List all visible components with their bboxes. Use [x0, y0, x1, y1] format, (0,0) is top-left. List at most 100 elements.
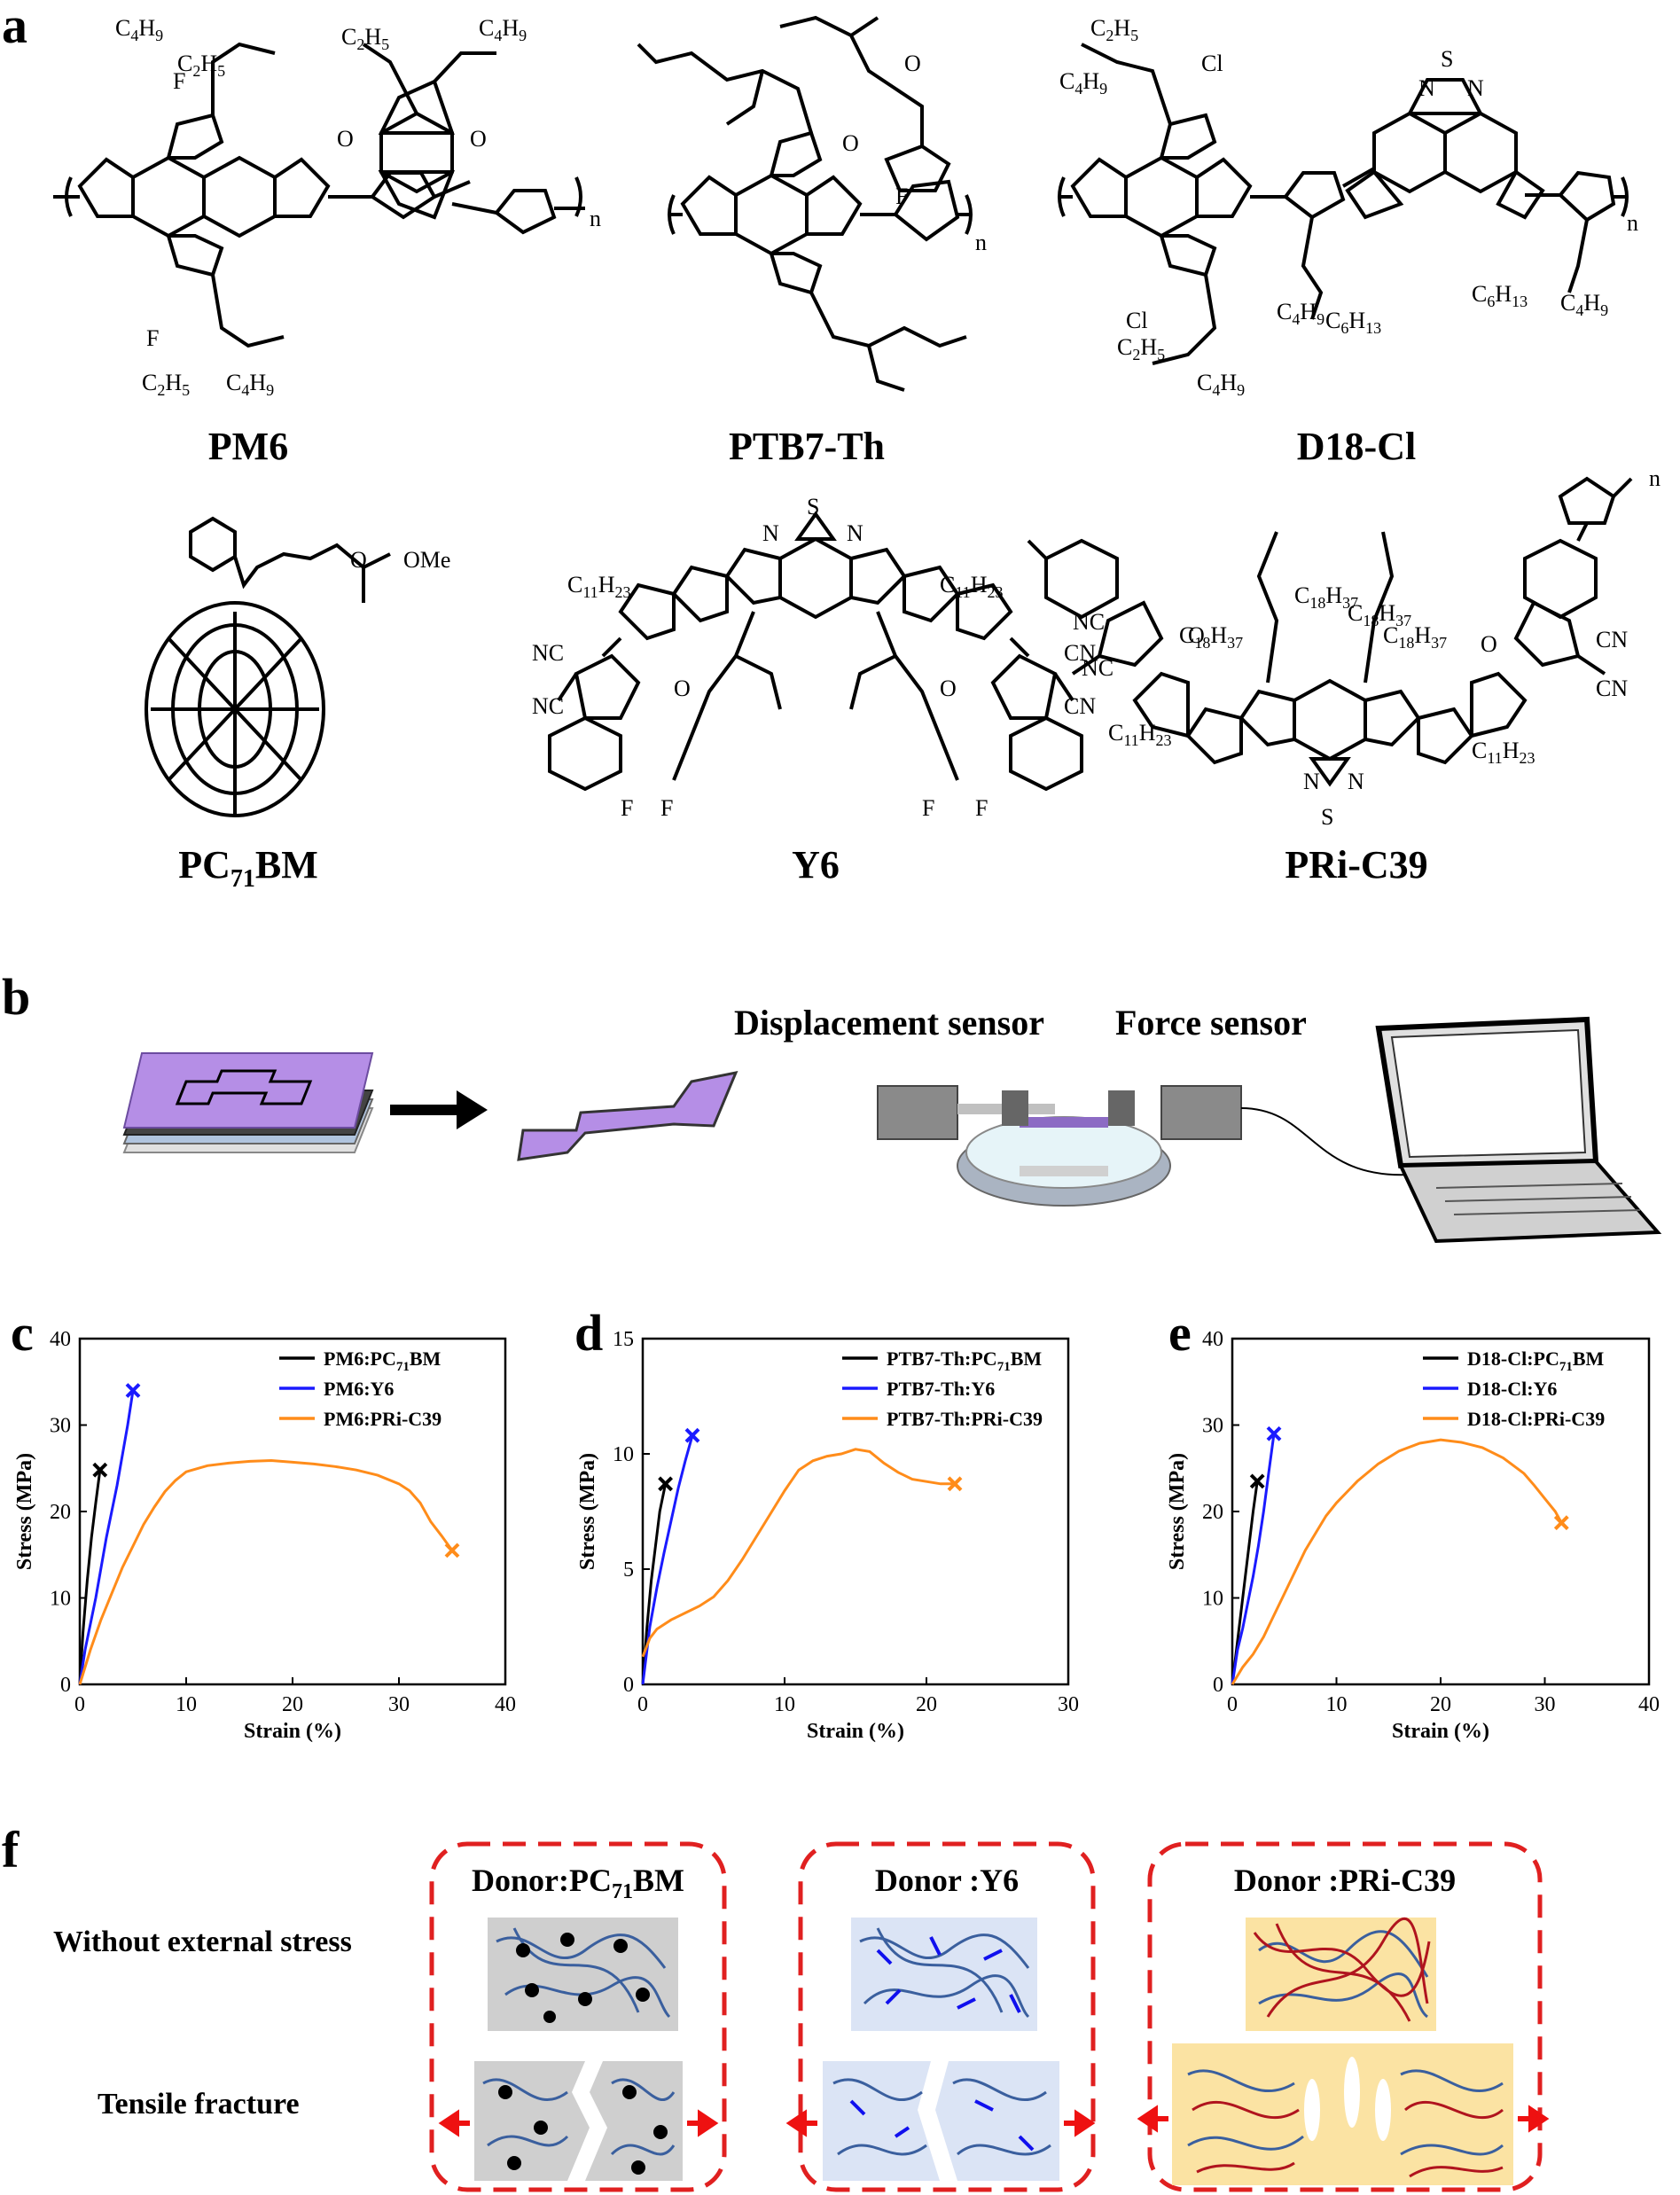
box-title-pc71bm: Donor:PC71BM	[472, 1863, 684, 1904]
panel-label-e: e	[1168, 1304, 1192, 1362]
legend-label: PTB7-Th:PC71BM	[887, 1347, 1042, 1374]
film-stack	[122, 1052, 374, 1153]
ptb7th-structure	[637, 15, 973, 392]
svg-text:S: S	[807, 494, 819, 519]
y-tick-label: 0	[60, 1674, 71, 1697]
x-tick-label: 10	[774, 1693, 795, 1716]
panel-label-c: c	[11, 1304, 34, 1362]
plot-frame	[641, 1337, 1070, 1686]
svg-text:C18H37: C18H37	[1383, 622, 1447, 652]
x-tick-label: 10	[1326, 1693, 1348, 1716]
tensile-arrows	[438, 2105, 1550, 2137]
y-tick-label: 5	[623, 1558, 634, 1582]
y6-structure	[548, 511, 1083, 792]
fracture-point-marker	[125, 1383, 141, 1398]
box-title-pric39: Donor :PRi-C39	[1233, 1863, 1457, 1898]
svg-text:O: O	[350, 547, 367, 573]
y-axis-label: Stress (MPa)	[13, 1453, 36, 1570]
tensile-setup-illustration	[122, 1016, 1662, 1244]
fracture-point-marker	[1249, 1473, 1265, 1489]
dashed-box-pc71bm	[429, 1841, 727, 2192]
svg-text:C6H13: C6H13	[1472, 281, 1528, 310]
legend-label: PM6:Y6	[324, 1378, 394, 1400]
legend-label: PTB7-Th:PRi-C39	[887, 1408, 1043, 1430]
svg-text:O: O	[337, 126, 354, 152]
x-tick-label: 0	[74, 1693, 85, 1716]
svg-text:C2H5: C2H5	[142, 370, 190, 399]
y-tick-label: 0	[623, 1674, 634, 1697]
box-title-y6: Donor :Y6	[874, 1863, 1020, 1898]
svg-text:O: O	[1188, 622, 1205, 648]
svg-text:C11H23: C11H23	[1472, 738, 1535, 767]
film-pc71bm-right	[585, 2061, 683, 2181]
svg-text:C4H9: C4H9	[479, 15, 527, 44]
svg-text:n: n	[590, 206, 601, 231]
y-tick-label: 40	[50, 1328, 71, 1351]
legend-label: D18-Cl:PC71BM	[1467, 1347, 1605, 1374]
film-pric39-stretched	[1172, 2043, 1513, 2185]
series-line	[641, 1483, 668, 1685]
svg-text:CN: CN	[1596, 627, 1628, 652]
svg-text:F: F	[660, 795, 673, 821]
svg-text:S: S	[1321, 804, 1333, 830]
svg-text:C4H9: C4H9	[1197, 370, 1245, 399]
svg-text:NC: NC	[1082, 655, 1113, 681]
series-line	[78, 1458, 454, 1685]
x-axis-label: Strain (%)	[1392, 1720, 1489, 1743]
x-axis-label: Strain (%)	[244, 1720, 341, 1743]
molecule-label-pm6: PM6	[207, 425, 289, 468]
x-tick-label: 20	[1430, 1693, 1451, 1716]
svg-text:C2H5: C2H5	[1090, 15, 1138, 44]
y-tick-label: 10	[50, 1588, 71, 1611]
svg-text:C18H37: C18H37	[1294, 582, 1358, 612]
svg-text:N: N	[1418, 75, 1435, 101]
series-line	[641, 1434, 694, 1685]
svg-text:C2H5: C2H5	[341, 24, 389, 53]
d18cl-structure	[1058, 43, 1629, 365]
svg-text:F: F	[146, 325, 159, 351]
pc71bm-structure	[145, 516, 391, 817]
y-axis-label: Stress (MPa)	[1166, 1453, 1189, 1570]
panel-label-b: b	[2, 968, 31, 1026]
molecule-label-d18cl: D18-Cl	[1296, 425, 1417, 468]
y-tick-label: 30	[1202, 1415, 1223, 1438]
svg-text:F: F	[621, 795, 633, 821]
fracture-point-marker	[1553, 1515, 1569, 1531]
fracture-point-marker	[947, 1476, 963, 1492]
svg-text:NC: NC	[1073, 609, 1105, 635]
film-pric39-intact	[1246, 1918, 1436, 2031]
molecule-label-ptb7th: PTB7-Th	[728, 425, 886, 468]
y-tick-label: 10	[613, 1443, 634, 1466]
svg-text:Cl: Cl	[1126, 308, 1148, 333]
tensile-stage	[877, 1085, 1410, 1207]
svg-text:N: N	[1303, 769, 1320, 794]
fracture-point-marker	[684, 1427, 700, 1443]
y-tick-label: 0	[1213, 1674, 1223, 1697]
svg-text:C4H9: C4H9	[115, 15, 163, 44]
process-arrow	[390, 1090, 488, 1129]
x-tick-label: 0	[1227, 1693, 1238, 1716]
y-tick-label: 20	[1202, 1501, 1223, 1524]
plot-frame	[78, 1337, 507, 1686]
series-line	[641, 1448, 955, 1658]
svg-text:C2H5: C2H5	[177, 51, 225, 80]
panel-label-a: a	[2, 0, 27, 54]
series-line	[1231, 1433, 1276, 1685]
panel-label-d: d	[574, 1304, 604, 1362]
x-tick-label: 0	[637, 1693, 648, 1716]
svg-text:C6H13: C6H13	[1325, 308, 1381, 337]
svg-text:OMe: OMe	[403, 547, 450, 573]
x-tick-label: 30	[1535, 1693, 1556, 1716]
fracture-point-marker	[658, 1476, 674, 1492]
svg-text:S: S	[1441, 46, 1453, 72]
svg-text:N: N	[847, 520, 863, 546]
film-y6-right	[935, 2061, 1059, 2181]
legend-label: PTB7-Th:Y6	[887, 1378, 995, 1400]
fracture-point-marker	[1266, 1426, 1282, 1441]
svg-text:C11H23: C11H23	[940, 572, 1003, 601]
y-tick-label: 20	[50, 1501, 71, 1524]
y-tick-label: 40	[1202, 1328, 1223, 1351]
fracture-point-marker	[92, 1462, 108, 1478]
series-line	[78, 1390, 135, 1685]
